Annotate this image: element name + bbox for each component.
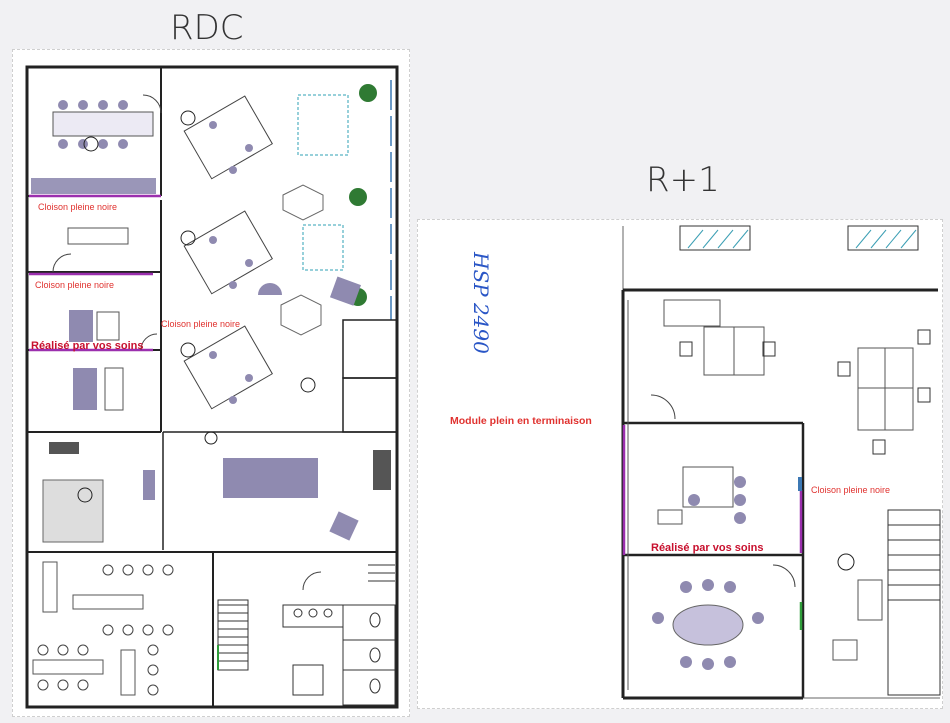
r1-handwriting-top: HSP 2490 bbox=[469, 252, 493, 354]
rdc-floor-plan: Cloison pleine noire Cloison pleine noir… bbox=[12, 49, 410, 717]
rdc-realise-label: Réalisé par vos soins bbox=[31, 340, 144, 352]
r1-plan-drawing bbox=[621, 225, 941, 700]
r1-cloison-label: Cloison pleine noire bbox=[811, 485, 891, 495]
r1-realise-label: Réalisé par vos soins bbox=[651, 542, 764, 554]
rdc-cloison-label-3: Cloison pleine noire bbox=[161, 319, 241, 329]
rdc-plan-drawing bbox=[25, 65, 399, 709]
r1-floor-plan: HSP 2490 Module plein en terminaison Clo… bbox=[417, 219, 943, 709]
r1-module-label: Module plein en terminaison bbox=[450, 415, 592, 427]
rdc-title: RDC bbox=[170, 8, 244, 48]
r1-title: R+1 bbox=[646, 160, 720, 200]
rdc-cloison-label-1: Cloison pleine noire bbox=[38, 202, 118, 212]
rdc-cloison-label-2: Cloison pleine noire bbox=[35, 280, 115, 290]
